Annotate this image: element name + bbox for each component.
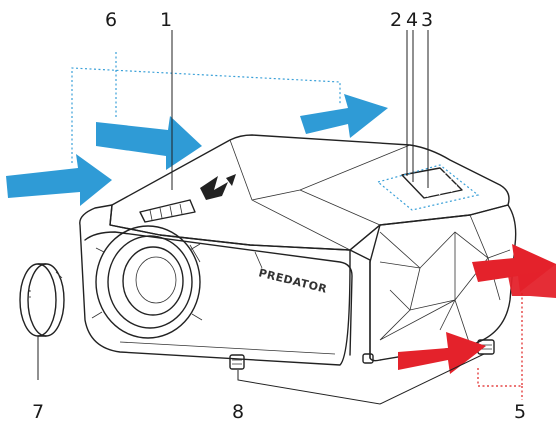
guide-lines — [71, 52, 523, 400]
callout-4: 4 — [406, 9, 418, 31]
callout-8: 8 — [232, 401, 244, 421]
leader-lines — [37, 30, 485, 405]
callout-5: 5 — [514, 401, 526, 421]
predator-logo-mark — [200, 174, 236, 200]
callout-1: 1 — [160, 9, 172, 31]
callout-6: 6 — [105, 9, 117, 31]
lens-cap — [19, 263, 65, 337]
callout-2: 2 — [390, 9, 402, 31]
intake-arrow-left — [6, 154, 112, 206]
focus-ring — [139, 199, 196, 223]
brand-label: PREDATOR — [257, 266, 328, 296]
air-exhaust-arrows — [398, 244, 556, 374]
intake-arrow-right — [300, 94, 388, 138]
exhaust-arrow-far — [508, 258, 556, 298]
exhaust-arrow-lower — [398, 332, 486, 374]
callout-labels: 1 2 4 3 5 6 7 8 — [32, 9, 526, 421]
intake-arrow-center — [96, 116, 202, 170]
air-intake-arrows — [6, 94, 388, 206]
projector-body — [79, 134, 517, 366]
callout-3: 3 — [421, 9, 433, 31]
callout-7: 7 — [32, 401, 44, 421]
lens-assembly — [91, 225, 203, 339]
